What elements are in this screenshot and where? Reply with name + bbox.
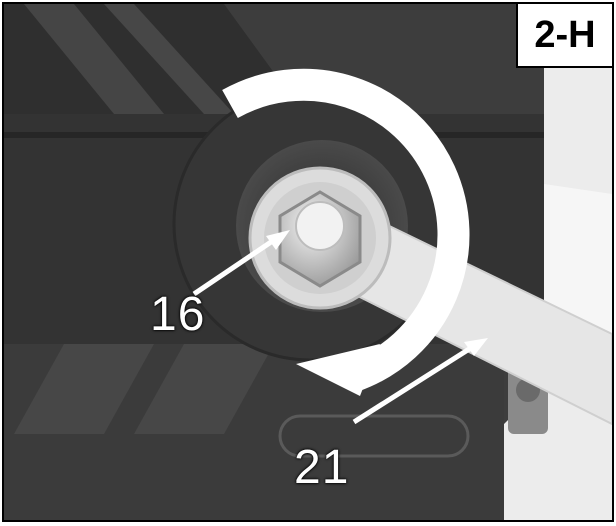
callout-wrench-number: 21 — [294, 441, 350, 494]
housing-rib — [104, 4, 234, 114]
housing-rib — [14, 344, 154, 434]
housing-rib — [134, 344, 274, 434]
step-label: 2-H — [516, 4, 612, 68]
leader-line-21 — [352, 338, 488, 425]
assembly-illustration — [4, 4, 612, 520]
callout-bolt-number: 16 — [150, 288, 206, 341]
counterclockwise-arrow-icon — [222, 68, 470, 396]
hex-bolt-icon — [278, 190, 362, 288]
housing-slot — [278, 414, 470, 458]
housing-rib — [24, 4, 164, 114]
leader-line-16 — [192, 230, 290, 297]
